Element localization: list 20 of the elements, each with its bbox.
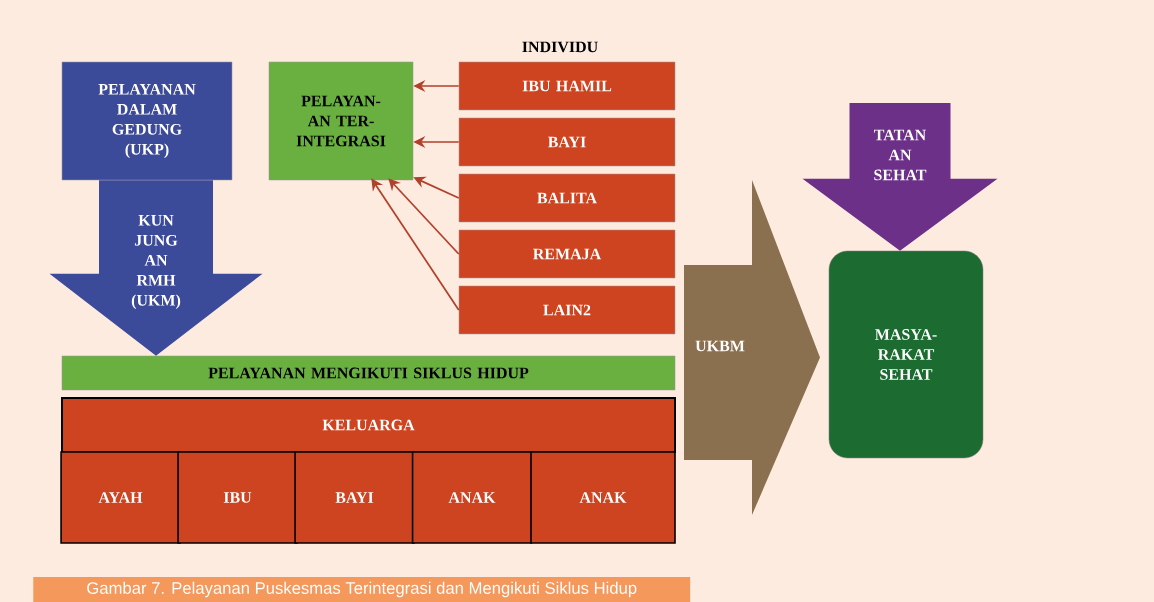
group-box: REMAJA <box>458 229 676 279</box>
result-box: MASYA- RAKAT SEHAT <box>828 250 984 459</box>
service-box: PELAYAN- AN TER- INTEGRASI <box>268 61 414 181</box>
group-box: BALITA <box>458 173 676 223</box>
arrow-label: KUN JUNG AN RMH (UKM) <box>131 215 181 309</box>
block-arrow <box>49 180 263 356</box>
member-box: AYAH <box>60 451 181 544</box>
group-box: LAIN2 <box>458 285 676 335</box>
arrow <box>388 178 460 255</box>
block-arrow <box>802 103 998 251</box>
member-box: BAYI <box>294 451 415 544</box>
member-box: ANAK <box>530 451 676 544</box>
arrow-label: TATAN AN SEHAT <box>874 129 927 181</box>
band: PELAYANAN MENGIKUTI SIKLUS HIDUP <box>61 355 676 391</box>
member-box: IBU <box>177 451 298 544</box>
group-box: BAYI <box>458 117 676 167</box>
caption: Gambar 7. Pelayanan Puskesmas Terintegrasi dan Mengikuti Siklus Hidup <box>33 577 691 602</box>
group-box: IBU HAMIL <box>458 61 676 111</box>
member-box: ANAK <box>411 451 533 544</box>
service-box: PELAYANAN DALAM GEDUNG (UKP) <box>61 61 233 181</box>
